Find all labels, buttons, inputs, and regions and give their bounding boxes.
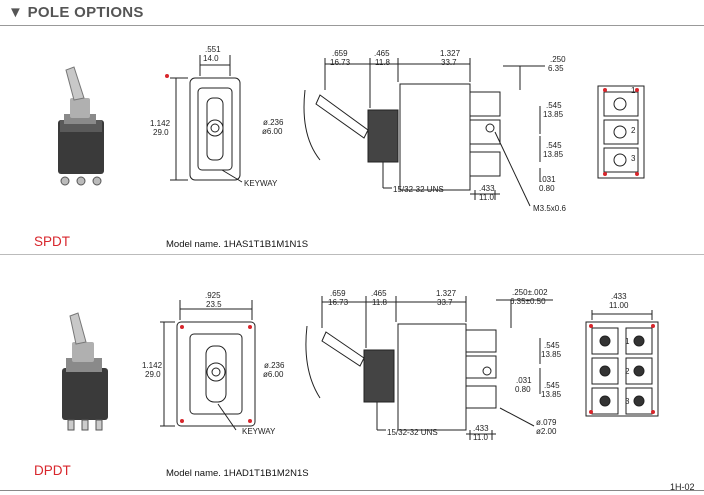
dpdt-label: DPDT bbox=[34, 463, 71, 478]
dpdt-dim-e2-in: .545 bbox=[544, 381, 560, 390]
dpdt-dim-d-mm: 6.35±0.50 bbox=[510, 297, 546, 306]
dpdt-dim-dia-in: ø.236 bbox=[264, 361, 285, 370]
dpdt-terminal-5: 5 bbox=[613, 367, 618, 376]
dpdt-dim-k-mm: 11.00 bbox=[609, 301, 629, 310]
spdt-dim-h-mm: 29.0 bbox=[153, 128, 169, 137]
dpdt-dim-a-mm: 16.73 bbox=[328, 298, 349, 307]
spdt-dim-h-in: 1.142 bbox=[150, 119, 171, 128]
dpdt-dim-dia2-in: ø.079 bbox=[536, 418, 557, 427]
dpdt-product-photo bbox=[62, 312, 108, 431]
spdt-label: SPDT bbox=[34, 234, 71, 249]
dpdt-dim-e1-mm: 13.85 bbox=[541, 350, 562, 359]
dpdt-dim-dia2-mm: ø2.00 bbox=[536, 427, 557, 436]
dpdt-terminal-4: 4 bbox=[613, 337, 618, 346]
spdt-dim-f-in: .031 bbox=[540, 175, 556, 184]
dpdt-dim-b-in: .465 bbox=[371, 289, 387, 298]
dpdt-dim-e2-mm: 13.85 bbox=[541, 390, 562, 399]
dpdt-dim-c-in: 1.327 bbox=[436, 289, 457, 298]
footer-divider bbox=[0, 490, 704, 491]
spdt-dim-w1-in: .551 bbox=[205, 45, 221, 54]
spdt-dim-dia-mm: ø6.00 bbox=[262, 127, 283, 136]
dpdt-terminal-3: 3 bbox=[625, 397, 630, 406]
spdt-side-view bbox=[303, 58, 545, 207]
dpdt-terminal-6: 6 bbox=[613, 397, 618, 406]
dpdt-dim-h-in: 1.142 bbox=[142, 361, 163, 370]
spdt-screw-label: M3.5x0.6 bbox=[533, 204, 566, 213]
dpdt-dim-k-in: .433 bbox=[611, 292, 627, 301]
spdt-drawing: .551 14.0 1.142 29.0 ø.236 ø6.00 KEYWAY … bbox=[58, 45, 645, 213]
dpdt-dim-dia-mm: ø6.00 bbox=[263, 370, 284, 379]
spdt-product-photo bbox=[58, 66, 104, 186]
dpdt-dim-f-mm: 0.80 bbox=[515, 385, 531, 394]
spdt-terminal-view bbox=[597, 85, 645, 179]
spdt-front-view bbox=[165, 55, 243, 183]
header-divider bbox=[0, 25, 704, 26]
dpdt-dim-h-mm: 29.0 bbox=[145, 370, 161, 379]
dpdt-side-view bbox=[305, 296, 553, 440]
section-divider bbox=[0, 254, 704, 255]
dpdt-keyway-label: KEYWAY bbox=[242, 427, 276, 436]
dpdt-dim-g-in: .433 bbox=[473, 424, 489, 433]
spdt-dim-e2-mm: 13.85 bbox=[543, 150, 564, 159]
dpdt-dim-w1-in: .925 bbox=[205, 291, 221, 300]
spdt-dim-w1-mm: 14.0 bbox=[203, 54, 219, 63]
page-code: 1H-02 bbox=[670, 482, 695, 492]
dpdt-dim-b-mm: 11.8 bbox=[372, 298, 388, 307]
spdt-terminal-2: 2 bbox=[631, 126, 636, 135]
spdt-dim-g-in: .433 bbox=[479, 184, 495, 193]
dpdt-dim-w1-mm: 23.5 bbox=[206, 300, 222, 309]
spdt-model-name: Model name. 1HAS1T1B1M1N1S bbox=[166, 239, 309, 250]
spdt-dim-f-mm: 0.80 bbox=[539, 184, 555, 193]
spdt-terminal-3: 3 bbox=[631, 154, 636, 163]
spdt-dim-b-in: .465 bbox=[374, 49, 390, 58]
spdt-dim-a-in: .659 bbox=[332, 49, 348, 58]
spdt-dim-e1-in: .545 bbox=[546, 101, 562, 110]
dpdt-dim-d-in: .250±.002 bbox=[512, 288, 548, 297]
spdt-dim-b-mm: 11.8 bbox=[375, 58, 391, 67]
spdt-dim-g-mm: 11.0 bbox=[479, 193, 495, 202]
spdt-dim-e2-in: .545 bbox=[546, 141, 562, 150]
dpdt-front-view bbox=[160, 300, 256, 431]
spdt-dim-a-mm: 16.73 bbox=[330, 58, 351, 67]
spdt-terminal-1: 1 bbox=[631, 86, 636, 95]
dpdt-terminal-view bbox=[585, 310, 659, 417]
spdt-thread-label: 15/32-32 UNS bbox=[393, 185, 444, 194]
dpdt-dim-e1-in: .545 bbox=[544, 341, 560, 350]
dpdt-dim-f-in: .031 bbox=[516, 376, 532, 385]
spdt-keyway-label: KEYWAY bbox=[244, 179, 278, 188]
dpdt-dim-c-mm: 33.7 bbox=[437, 298, 453, 307]
spdt-dim-dia-in: ø.236 bbox=[263, 118, 284, 127]
spdt-dim-d-mm: 6.35 bbox=[548, 64, 564, 73]
spdt-dim-c-mm: 33.7 bbox=[441, 58, 457, 67]
dpdt-dim-a-in: .659 bbox=[330, 289, 346, 298]
dpdt-terminal-1: 1 bbox=[625, 337, 630, 346]
dpdt-drawing: .925 23.5 1.142 29.0 ø.236 ø6.00 KEYWAY … bbox=[62, 288, 659, 442]
dpdt-dim-g-mm: 11.0 bbox=[473, 433, 489, 442]
section-title: ▼ POLE OPTIONS bbox=[8, 4, 144, 21]
spdt-dim-e1-mm: 13.85 bbox=[543, 110, 564, 119]
dpdt-terminal-2: 2 bbox=[625, 367, 630, 376]
spdt-dim-d-in: .250 bbox=[550, 55, 566, 64]
spdt-dim-c-in: 1.327 bbox=[440, 49, 461, 58]
dpdt-model-name: Model name. 1HAD1T1B1M2N1S bbox=[166, 468, 309, 479]
dpdt-thread-label: 15/32-32 UNS bbox=[387, 428, 438, 437]
